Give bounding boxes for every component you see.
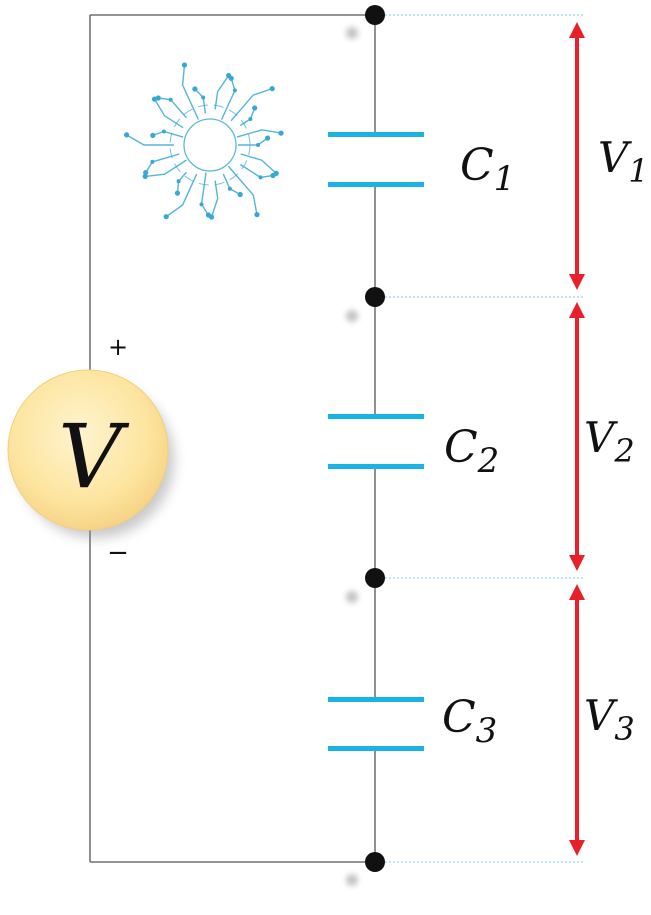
logo-trace — [210, 180, 219, 218]
logo-trace — [239, 107, 256, 127]
capacitor-1 — [328, 132, 424, 187]
logo-pad — [150, 132, 156, 138]
logo-pad — [155, 95, 161, 101]
negative-terminal-sign: − — [107, 538, 129, 568]
logo-pad — [176, 179, 181, 184]
capacitor-1-letter: C — [460, 140, 494, 191]
logo-ring — [169, 104, 251, 186]
logo-pad — [199, 202, 204, 207]
capacitor-3-plate-top — [328, 697, 424, 702]
logo-trace — [220, 78, 236, 120]
logo-pad — [252, 105, 258, 111]
voltage-3-letter: V — [584, 691, 618, 740]
logo-pad — [254, 212, 260, 218]
voltage-source-symbol: V — [58, 405, 130, 508]
voltage-2-label: V2 — [584, 413, 635, 470]
capacitor-3-letter: C — [442, 692, 476, 743]
voltage-source-body — [8, 370, 168, 530]
logo-pad — [248, 117, 253, 121]
logo-pad — [278, 130, 284, 136]
logo-pad — [227, 186, 232, 191]
capacitor-1-subscript: 1 — [494, 159, 516, 199]
capacitor-3-label: C3 — [442, 692, 497, 751]
logo-trace — [236, 129, 282, 138]
voltage-1-subscript: 1 — [628, 152, 648, 190]
voltage-2-letter: V — [584, 413, 618, 462]
logo-pad — [269, 86, 275, 92]
positive-terminal-sign: + — [108, 333, 128, 361]
voltage-1-label: V1 — [598, 133, 649, 190]
capacitor-2-letter: C — [444, 422, 478, 473]
capacitor-1-label: C1 — [460, 140, 515, 199]
capacitor-3-plate-bottom — [328, 746, 424, 751]
logo-pad — [258, 175, 263, 180]
voltage-source: V + − — [7, 333, 174, 568]
logo-pad — [237, 191, 243, 198]
logo-pad — [150, 159, 155, 164]
capacitor-2-label: C2 — [444, 422, 499, 481]
node-3-junction-dot-icon — [365, 568, 385, 588]
nodes — [365, 5, 385, 872]
logo-trace — [214, 75, 230, 110]
capacitor-2-plate-bottom — [328, 464, 424, 469]
logo-pad — [205, 212, 211, 218]
logo-pad — [174, 190, 181, 196]
logo-pad — [163, 214, 169, 220]
logo-pad — [168, 97, 173, 102]
logo-trace — [165, 173, 198, 218]
voltage-labels: V1 V2 V3 — [584, 133, 649, 748]
logo-pad — [181, 62, 188, 68]
logo-trace — [240, 153, 277, 174]
logo-trace — [152, 130, 184, 138]
logo-ring — [183, 118, 237, 172]
logo-trace — [238, 137, 269, 146]
logo-trace — [126, 134, 174, 146]
node-top-junction-dot-icon — [365, 5, 385, 25]
node-shadows — [346, 27, 358, 886]
logo-trace — [200, 172, 209, 216]
logo-trace — [145, 153, 180, 173]
logo-pad — [256, 143, 260, 147]
voltage-3-label: V3 — [584, 691, 635, 748]
logo-pad — [270, 172, 276, 179]
logo-pad — [201, 95, 206, 100]
logo-trace — [145, 159, 187, 178]
logo-pad — [161, 129, 166, 134]
logo-pad — [192, 86, 198, 92]
node-bottom-junction-dot-icon — [365, 852, 385, 872]
logo-pad — [265, 135, 271, 141]
logo-trace — [158, 97, 187, 119]
capacitor-2-subscript: 2 — [477, 441, 500, 481]
capacitor-1-plate-top — [328, 132, 424, 137]
logo-trace — [230, 87, 273, 122]
capacitor-2-plate-top — [328, 414, 424, 419]
logo-trace — [181, 64, 200, 120]
voltage-3-subscript: 3 — [614, 710, 634, 748]
capacitor-3 — [328, 697, 424, 751]
voltage-2-subscript: 2 — [613, 432, 634, 470]
guide-lines — [385, 14, 585, 863]
voltage-source-rim — [7, 369, 169, 531]
capacitor-2 — [328, 414, 424, 469]
capacitor-1-plate-bottom — [328, 182, 424, 187]
logo-pad — [232, 88, 237, 93]
logo-pad — [124, 132, 130, 138]
voltage-1-letter: V — [598, 133, 632, 182]
capacitor-3-subscript: 3 — [476, 711, 498, 751]
logo-trace — [153, 98, 184, 129]
node-2-junction-dot-icon — [365, 287, 385, 307]
logo-pad — [228, 75, 234, 81]
logo-pad — [143, 170, 149, 176]
logo-pad — [142, 173, 148, 179]
circuit-rosette-logo-icon — [124, 62, 284, 220]
logo-trace — [227, 165, 258, 215]
logo-trace — [194, 88, 207, 114]
capacitor-labels: C1 C2 C3 — [442, 140, 515, 751]
